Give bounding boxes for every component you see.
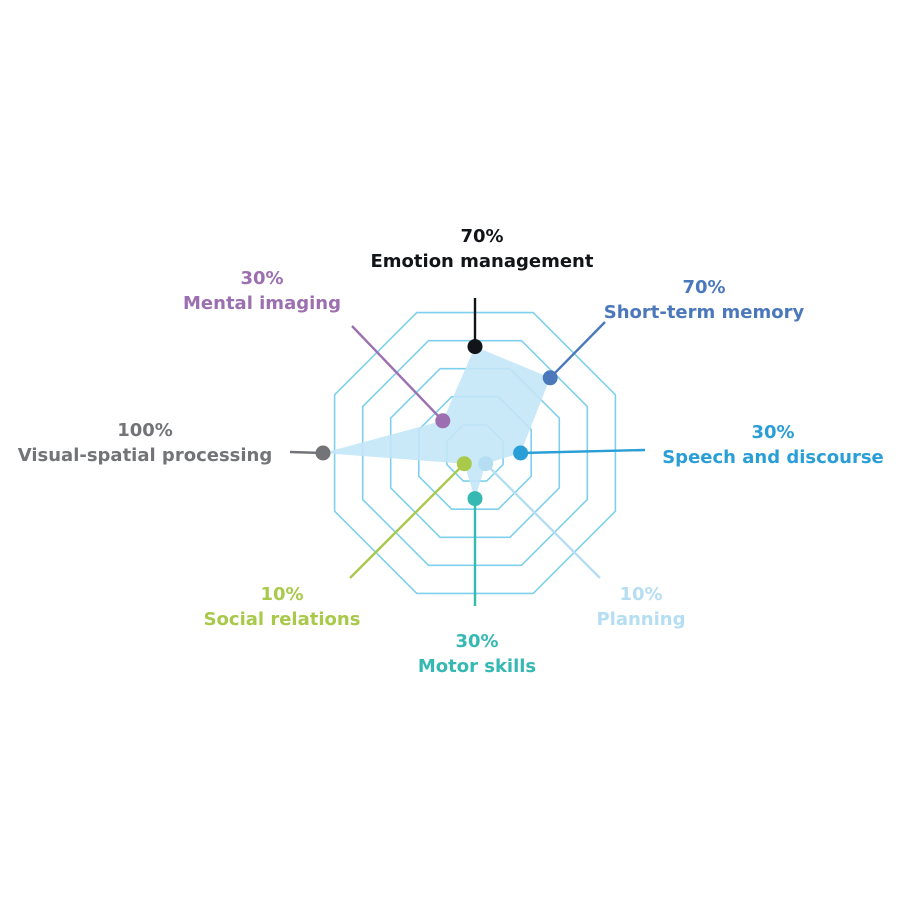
leader-line-mental-imaging: [351, 325, 444, 422]
value-label-speech-and-discourse: 30%: [751, 422, 794, 443]
axis-name-speech-and-discourse: Speech and discourse: [662, 447, 884, 468]
value-markers: [315, 339, 558, 507]
axis-name-planning: Planning: [596, 609, 685, 630]
axis-name-motor-skills: Motor skills: [418, 656, 536, 677]
marker-speech-and-discourse: [513, 445, 529, 461]
marker-short-term-memory: [542, 370, 558, 386]
marker-motor-skills: [467, 491, 483, 507]
value-label-emotion-management: 70%: [460, 226, 503, 247]
value-label-visual-spatial-processing: 100%: [117, 420, 173, 441]
leader-line-planning: [484, 462, 601, 579]
axis-name-visual-spatial-processing: Visual-spatial processing: [18, 445, 273, 466]
leader-line-speech-and-discourse: [520, 448, 646, 455]
axis-labels: 70% Emotion management 70% Short-term memor…: [18, 226, 884, 677]
value-label-short-term-memory: 70%: [682, 277, 725, 298]
value-label-planning: 10%: [619, 584, 662, 605]
axis-name-social-relations: Social relations: [204, 609, 361, 630]
marker-mental-imaging: [435, 413, 451, 429]
leader-line-short-term-memory: [549, 321, 606, 379]
value-label-motor-skills: 30%: [455, 631, 498, 652]
grid-ring: [361, 339, 589, 567]
axis-name-emotion-management: Emotion management: [371, 251, 594, 272]
leader-lines: [289, 298, 646, 606]
leader-line-social-relations: [349, 462, 466, 579]
value-label-mental-imaging: 30%: [240, 268, 283, 289]
axis-name-mental-imaging: Mental imaging: [183, 293, 341, 314]
value-label-social-relations: 10%: [260, 584, 303, 605]
marker-visual-spatial-processing: [315, 445, 331, 461]
marker-planning: [478, 456, 494, 472]
marker-social-relations: [456, 456, 472, 472]
marker-emotion-management: [467, 339, 483, 355]
axis-name-short-term-memory: Short-term memory: [604, 302, 805, 323]
grid-ring: [333, 311, 617, 595]
